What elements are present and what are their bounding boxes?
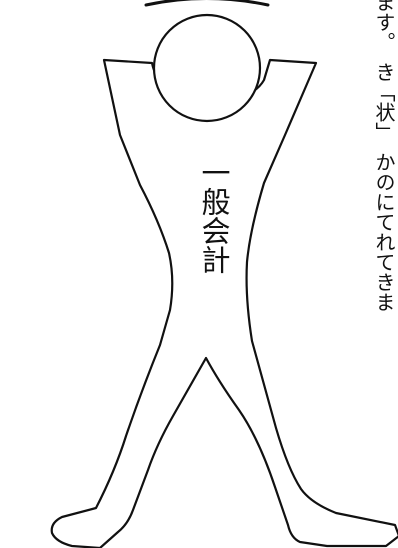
head-circle	[152, 13, 262, 123]
silhouette-body	[50, 58, 398, 548]
right-side-text-fragment: ます。 き「状」 かのにてれてきま	[372, 0, 396, 312]
body-label: 一般会計	[197, 158, 231, 274]
top-arc	[144, 0, 270, 7]
